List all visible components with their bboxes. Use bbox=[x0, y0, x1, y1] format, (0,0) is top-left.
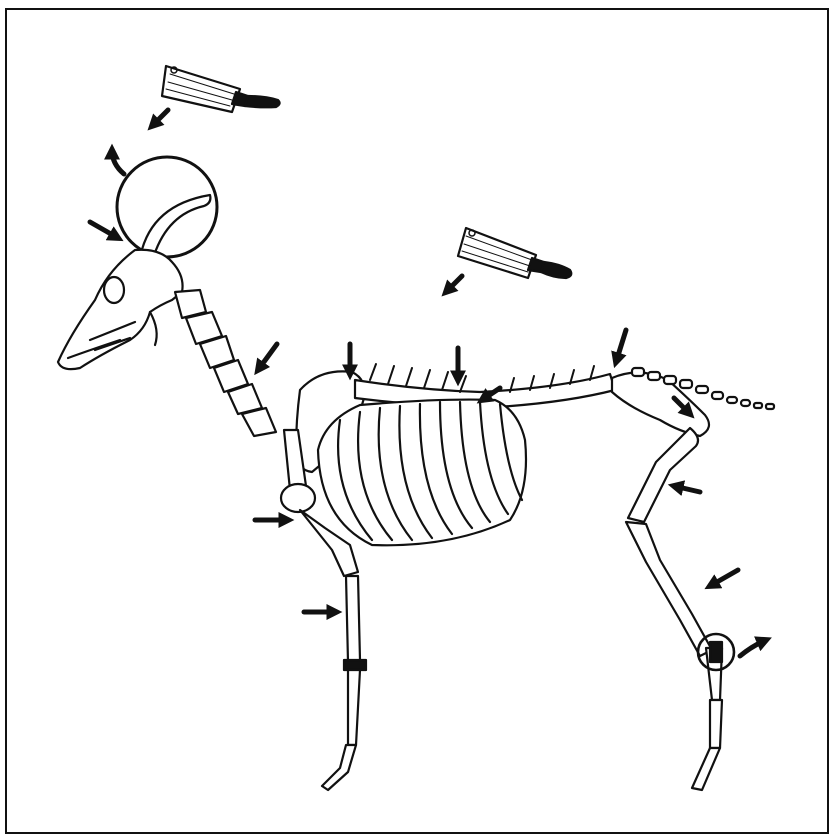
skull bbox=[58, 250, 183, 369]
arrow-icon bbox=[710, 570, 738, 586]
cleaver-icon bbox=[162, 66, 280, 112]
arrow-icon bbox=[152, 110, 168, 126]
cleaver-icon bbox=[458, 228, 571, 278]
curved-arrow-icon bbox=[112, 150, 124, 174]
arrow-icon bbox=[446, 276, 462, 292]
arrow-icon bbox=[258, 344, 277, 370]
arrow-icon bbox=[616, 330, 626, 362]
hock-joint bbox=[710, 642, 722, 662]
arrow-icon bbox=[674, 486, 700, 492]
rib-cage bbox=[318, 400, 526, 546]
hind-leg bbox=[626, 428, 722, 790]
curved-arrow-icon bbox=[740, 640, 766, 656]
arrow-icon bbox=[90, 222, 118, 238]
pelvis bbox=[612, 372, 709, 436]
